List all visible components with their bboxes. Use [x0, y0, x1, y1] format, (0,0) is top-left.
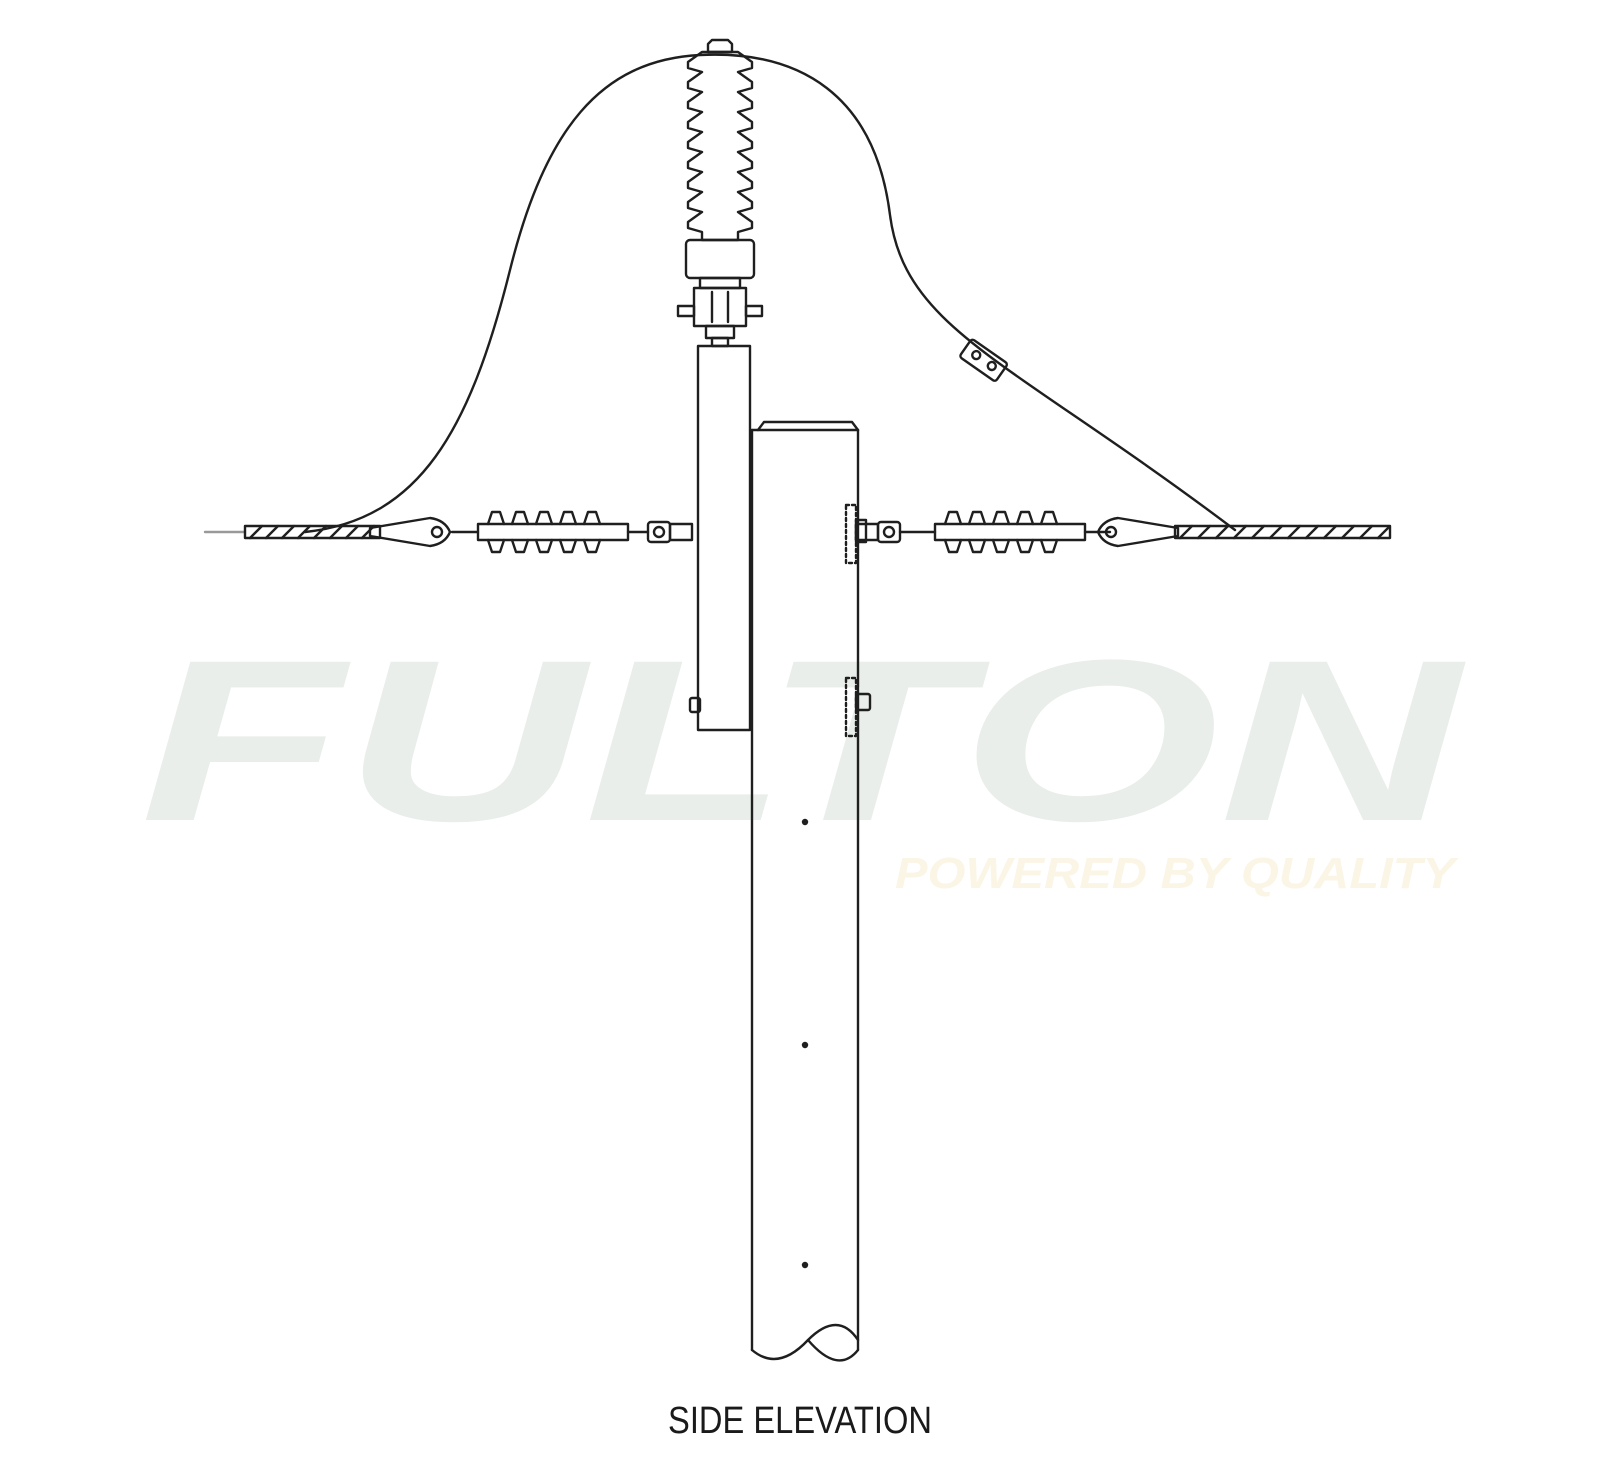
- pole: [750, 420, 872, 1362]
- left-strain-insulator: [450, 510, 694, 554]
- step-hole: [801, 1261, 809, 1269]
- pole-step-holes: [801, 818, 809, 1269]
- watermark-tagline: POWERED BY QUALITY: [895, 849, 1459, 898]
- step-hole: [801, 1041, 809, 1049]
- post-insulator: [676, 38, 764, 348]
- right-clamp-pin: [1104, 525, 1118, 539]
- right-dead-end-clamp: [1096, 516, 1180, 548]
- fulton-watermark-logo: FULTON POWERED BY QUALITY: [140, 612, 1467, 898]
- right-conductor: [1173, 524, 1392, 540]
- jumper-clamp: [959, 338, 1008, 382]
- drawing-caption: SIDE ELEVATION: [668, 1400, 932, 1442]
- left-dead-end-clamp: [368, 516, 452, 548]
- right-strain-insulator: [854, 510, 1112, 554]
- jumper-cable: [303, 53, 1237, 534]
- mounting-bracket: [688, 344, 752, 732]
- step-hole: [801, 818, 809, 826]
- left-conductor: [203, 524, 382, 540]
- watermark-brand: FULTON: [140, 612, 1467, 869]
- left-clamp-pin: [430, 525, 444, 539]
